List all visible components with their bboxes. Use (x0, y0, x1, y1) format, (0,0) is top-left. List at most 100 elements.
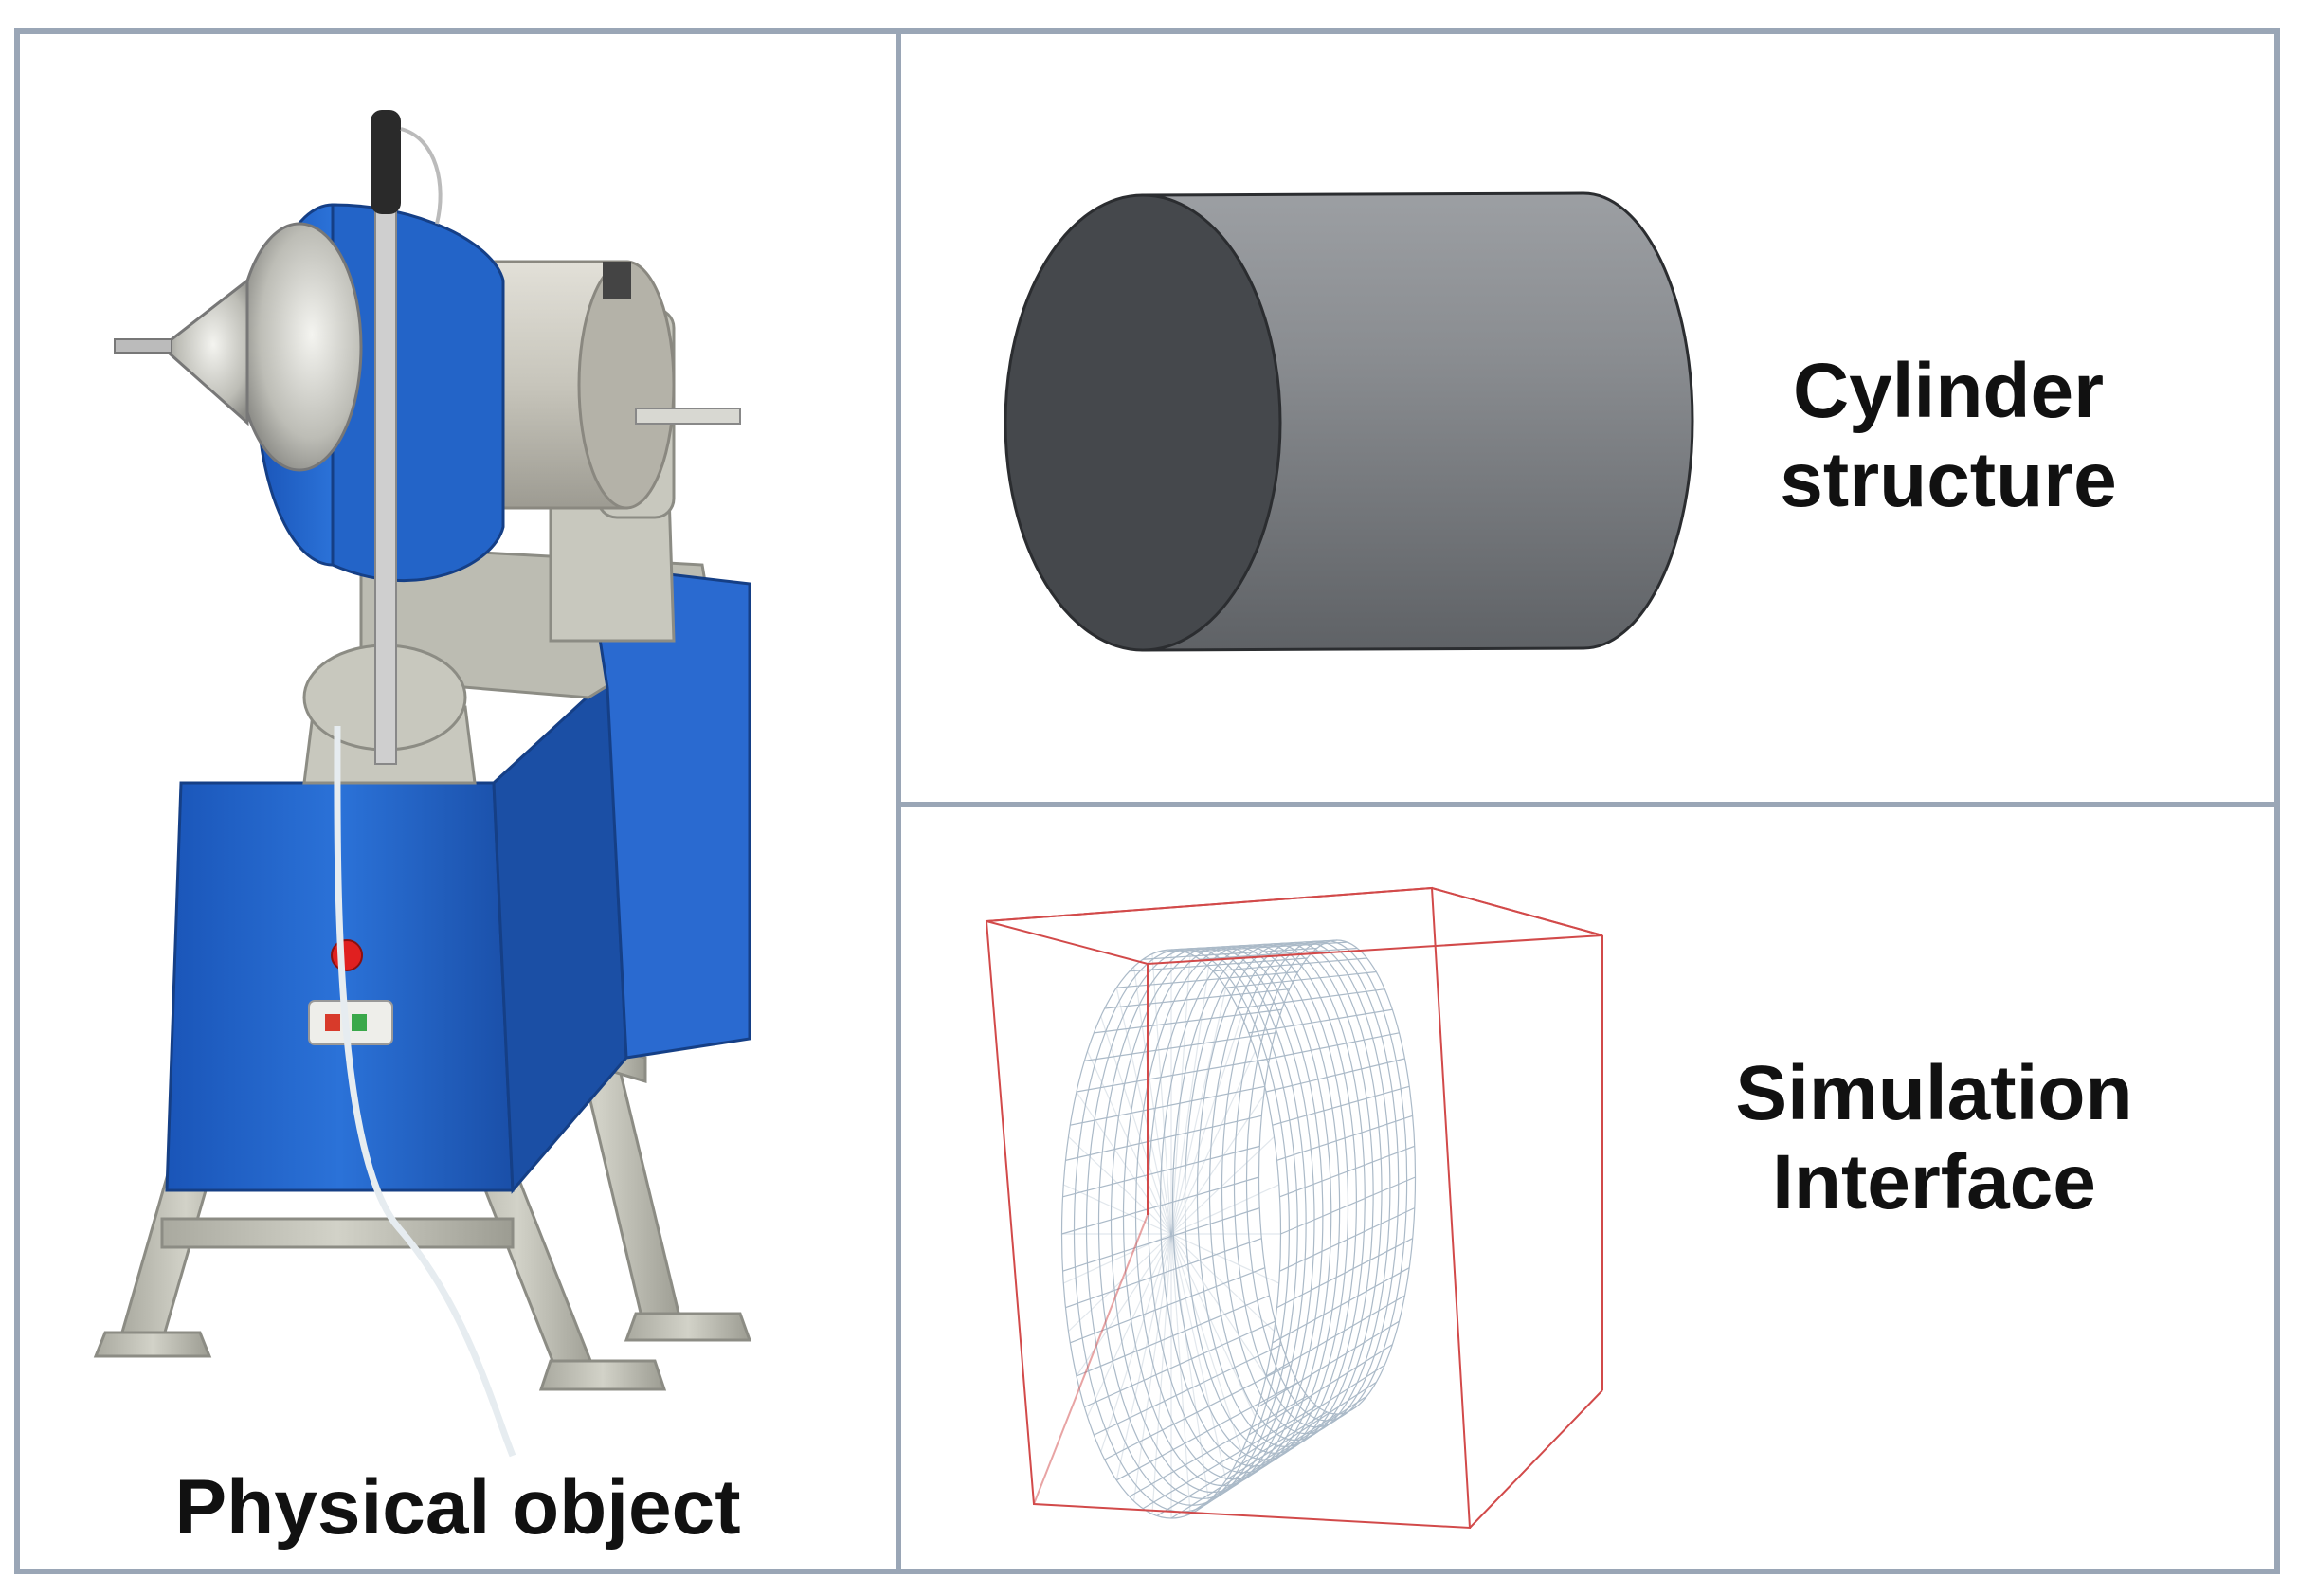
power-cable (334, 725, 516, 1458)
mesh-spoke (1276, 1238, 1413, 1309)
adjust-knob (603, 262, 631, 299)
mesh-face-line (1115, 988, 1172, 1235)
mesh-face-line (1086, 1050, 1172, 1235)
simulation-bounding-box (985, 886, 1603, 1530)
mesh-spoke (1213, 957, 1367, 972)
mesh-face-line (1063, 1233, 1172, 1284)
mesh-face-line (1170, 1233, 1191, 1514)
mesh-spoke (1265, 1295, 1405, 1377)
mesh-spoke (1199, 947, 1358, 960)
mesh-spoke (1225, 970, 1377, 988)
mesh-spoke (1185, 1411, 1348, 1516)
mesh-spoke (1104, 988, 1290, 1009)
panel-simulation-interface: Simulation Interface (896, 802, 2280, 1574)
mesh-face-line (1076, 1091, 1172, 1235)
mesh-spoke (1280, 1176, 1416, 1235)
mesh-spoke (1156, 1411, 1328, 1516)
mesh-face-line (1068, 1135, 1172, 1235)
cone-end-cap (114, 222, 363, 472)
red-indicator-light (331, 939, 363, 971)
mesh-ring (1085, 948, 1298, 1506)
mesh-spoke (1248, 1344, 1393, 1436)
mesh-spoke (1061, 1176, 1259, 1235)
mesh-spoke (1212, 1395, 1367, 1497)
control-switch-box (308, 1000, 393, 1045)
mesh-ring (1122, 946, 1324, 1487)
mesh-spoke (1062, 1145, 1260, 1198)
mesh-face-line (1170, 967, 1210, 1235)
mesh-spoke (1170, 939, 1338, 951)
mesh-spoke (1185, 941, 1348, 953)
mesh-face-line (1086, 1233, 1172, 1418)
mesh-spoke (1142, 1405, 1317, 1510)
mesh-face-line (1170, 1233, 1267, 1377)
mesh-face-line (1170, 1135, 1275, 1235)
mesh-spoke (1248, 1008, 1393, 1034)
mesh-spoke (1272, 1085, 1410, 1126)
mesh-face-line (1170, 1233, 1275, 1333)
mesh-spoke (1276, 1115, 1413, 1161)
mesh-face-line (1170, 1091, 1267, 1235)
caption-simulation-interface: Simulation Interface (1735, 1050, 2133, 1226)
mesh-face-line (1068, 1233, 1172, 1333)
mesh-face-line (1170, 1050, 1257, 1235)
mesh-spoke (1076, 1295, 1270, 1377)
mesh-lines (1060, 939, 1417, 1519)
mesh-ring (1258, 939, 1417, 1415)
mesh-face-line (1132, 1233, 1172, 1501)
mesh-face-line (1170, 1233, 1242, 1452)
mesh-spoke (1225, 1382, 1377, 1481)
mesh-spoke (1115, 1381, 1299, 1481)
mesh-face-line (1170, 988, 1227, 1235)
mesh-face-line (1170, 1233, 1279, 1284)
mesh-spoke (1094, 1344, 1282, 1436)
mesh-face-line (1100, 1016, 1172, 1235)
mesh-face-line (1151, 1233, 1172, 1514)
mesh-face-line (1100, 1233, 1172, 1452)
mesh-face-line (1115, 1233, 1172, 1480)
mesh-spoke (1279, 1207, 1416, 1272)
mesh-spoke (1084, 1032, 1276, 1061)
mesh-spoke (1156, 941, 1328, 953)
mesh-spoke (1170, 1413, 1338, 1519)
mesh-spoke (1129, 1395, 1308, 1497)
blue-cabinet (165, 544, 751, 1194)
wireframe-cylinder-mesh (985, 886, 1603, 1530)
mesh-spoke (1104, 1364, 1291, 1460)
mesh-face-line (1170, 1016, 1242, 1235)
mesh-spoke (1065, 1238, 1262, 1309)
mesh-spoke (1237, 1364, 1385, 1460)
mesh-spoke (1065, 1115, 1262, 1161)
caption-physical-object: Physical object (174, 1464, 741, 1551)
mesh-face-line (1170, 1233, 1210, 1501)
mesh-spoke (1279, 1145, 1416, 1198)
mesh-face-line (1151, 953, 1172, 1235)
mesh-face-line (1063, 1184, 1172, 1235)
ball-mill-machine-illustration (93, 110, 752, 1458)
mesh-spoke (1258, 1320, 1400, 1408)
mesh-face-line (1170, 1233, 1257, 1418)
mesh-ring (1184, 943, 1366, 1454)
mesh-spoke (1062, 1207, 1260, 1272)
mesh-spoke (1084, 1320, 1276, 1408)
mesh-spoke (1265, 1058, 1405, 1093)
panel-cylinder-structure: Cylinder structure (896, 28, 2280, 807)
mesh-face-line (1170, 1233, 1227, 1480)
mesh-face-line (1132, 967, 1172, 1235)
mesh-spoke (1143, 947, 1317, 960)
cylinder-end-face (1004, 193, 1282, 652)
mesh-spoke (1129, 957, 1308, 972)
lever-handle (371, 110, 401, 214)
cylinder-3d-model (1004, 191, 1694, 652)
mesh-face-line (1170, 1184, 1279, 1235)
mesh-spoke (1238, 988, 1385, 1009)
mesh-face-line (1170, 953, 1191, 1235)
mesh-spoke (1076, 1058, 1270, 1093)
mesh-spoke (1272, 1267, 1410, 1344)
mesh-spoke (1070, 1085, 1265, 1126)
mesh-spoke (1258, 1032, 1400, 1061)
mesh-spoke (1094, 1008, 1282, 1034)
lever-rod (371, 110, 443, 765)
caption-cylinder-structure: Cylinder structure (1780, 348, 2117, 524)
mesh-face-line (1076, 1233, 1172, 1377)
